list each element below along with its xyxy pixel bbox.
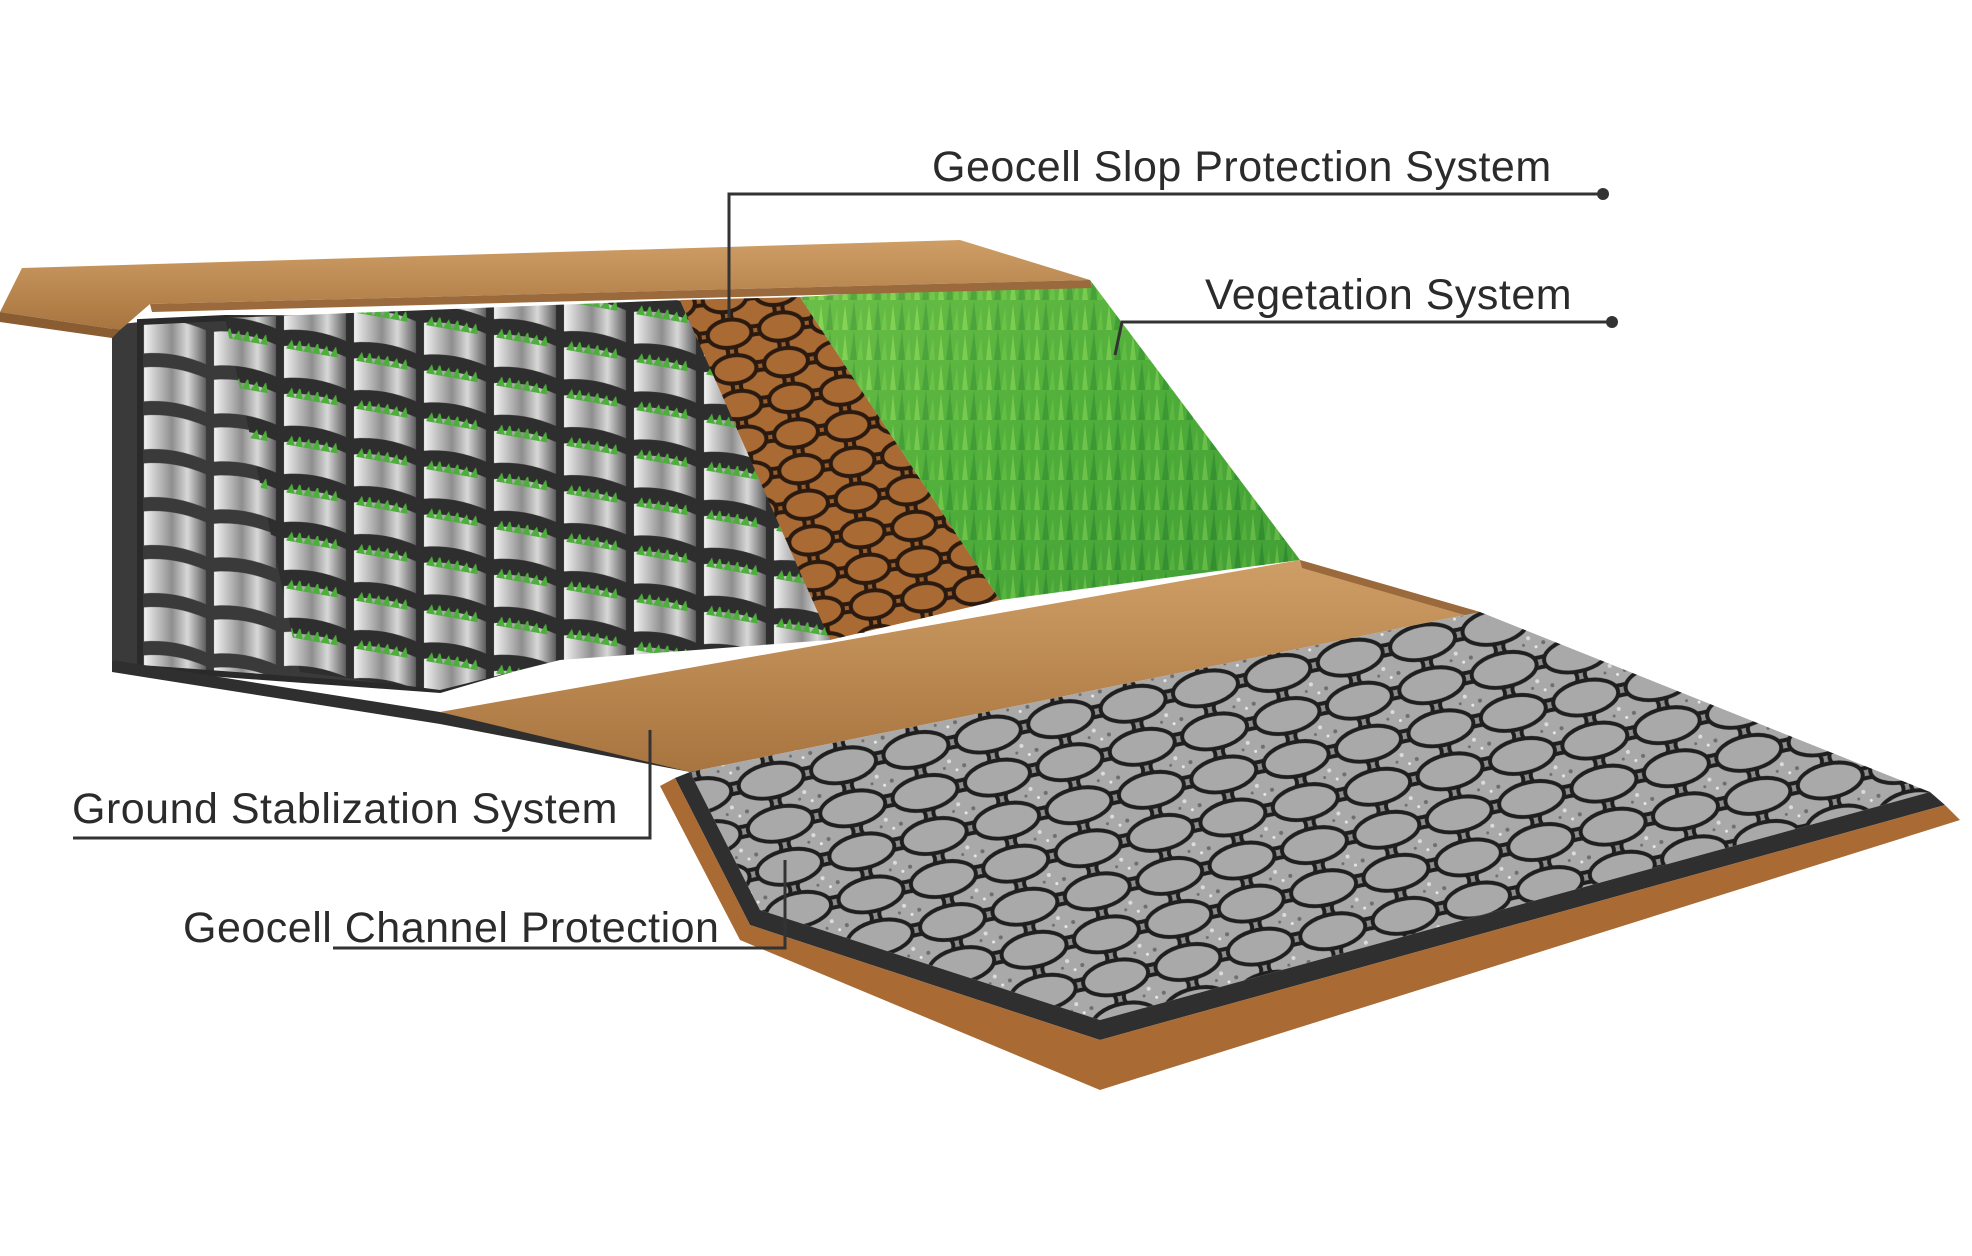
label-geocell-channel-protection: Geocell Channel Protection [183,904,720,952]
leader-geocell-slope [727,192,1603,318]
wall-base-liner [112,660,690,772]
label-ground-stabilization-system: Ground Stablization System [72,785,618,833]
label-vegetation-system: Vegetation System [1205,271,1573,319]
label-geocell-slope-protection: Geocell Slop Protection System [932,143,1552,191]
leader-dot-geocell-slope [1597,188,1609,200]
leader-ground-stabilization [73,730,652,840]
leader-lines [73,188,1618,950]
channel-gravel-panel [660,612,1960,1090]
leader-channel-protection [333,860,787,950]
steel-grass-panel [225,300,830,690]
leader-vegetation [1113,320,1612,356]
brown-geocell-panel [680,297,1000,640]
top-berm [0,240,1092,338]
vegetation-panel [800,280,1300,600]
middle-berm [440,560,1482,772]
leader-dot-vegetation [1606,316,1618,328]
